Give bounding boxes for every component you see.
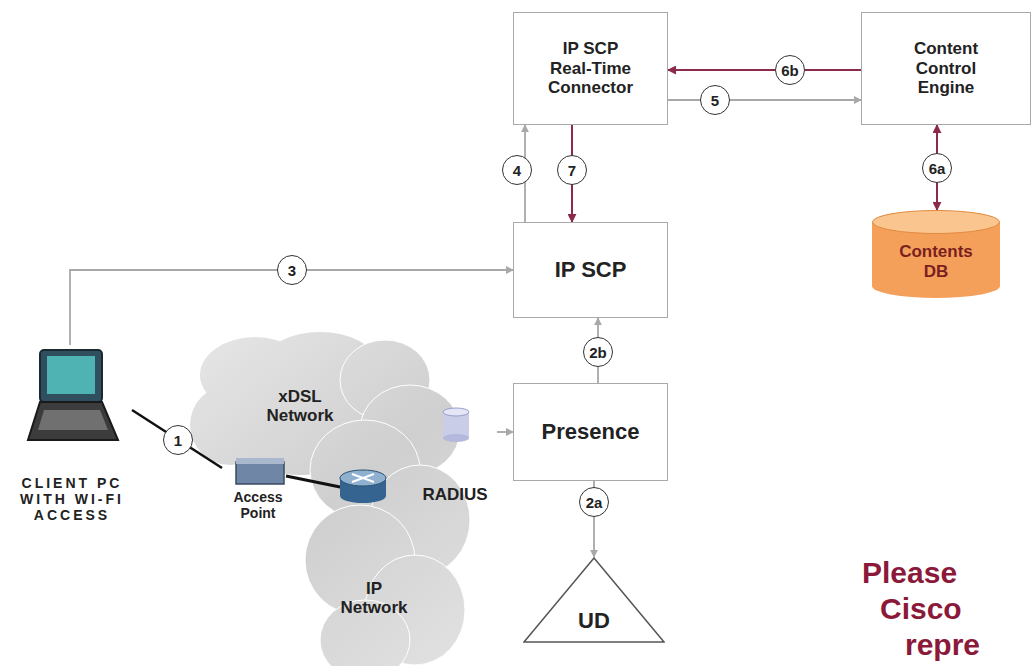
- node-text: CLIENT PC WITH WI-FI ACCESS: [20, 475, 124, 523]
- node-text: Content Control Engine: [901, 39, 991, 98]
- network-label: xDSL Network: [258, 388, 342, 425]
- node-text: RADIUS: [422, 485, 487, 505]
- access-point-icon: [236, 458, 284, 484]
- laptop-icon: [28, 350, 118, 440]
- database-cylinder: [443, 408, 469, 442]
- callout-number: 7: [557, 155, 587, 185]
- triangle-node: UD: [523, 557, 665, 643]
- callout-number: 6a: [922, 153, 952, 183]
- network-label: IP Network: [332, 580, 416, 617]
- flow-arrow: [668, 69, 861, 71]
- callout-number: 1: [163, 425, 193, 455]
- flow-arrow: [132, 410, 222, 468]
- database-cylinder: Contents DB: [872, 210, 1000, 298]
- router-icon: [340, 470, 386, 503]
- node-text: UD: [578, 608, 610, 633]
- note-text: Cisco: [880, 592, 1020, 625]
- node-text: Contents DB: [891, 242, 981, 281]
- client-pc: CLIENT PC WITH WI-FI ACCESS: [12, 345, 132, 525]
- node-text: IP SCP: [555, 257, 627, 282]
- flow-arrow: [497, 431, 513, 433]
- note-text: repre: [905, 628, 1025, 661]
- process-box: Presence: [513, 383, 668, 481]
- link-line: [286, 476, 345, 488]
- node-text: Access Point: [228, 489, 288, 521]
- access-point: Access Point: [222, 455, 294, 523]
- callout-number: 2b: [583, 337, 613, 367]
- process-box: IP SCP: [513, 222, 668, 318]
- note-text: Please: [862, 556, 1022, 589]
- node-text: Presence: [542, 419, 640, 444]
- flow-arrow: [668, 99, 861, 101]
- callout-number: 2a: [579, 487, 609, 517]
- process-box: IP SCP Real-Time Connector: [513, 12, 668, 125]
- radius-server: RADIUS: [413, 405, 497, 507]
- node-text: IP SCP Real-Time Connector: [545, 39, 637, 98]
- callout-number: 5: [700, 85, 730, 115]
- process-box: Content Control Engine: [861, 12, 1031, 125]
- callout-number: 6b: [775, 55, 805, 85]
- callout-number: 3: [277, 255, 307, 285]
- callout-number: 4: [502, 155, 532, 185]
